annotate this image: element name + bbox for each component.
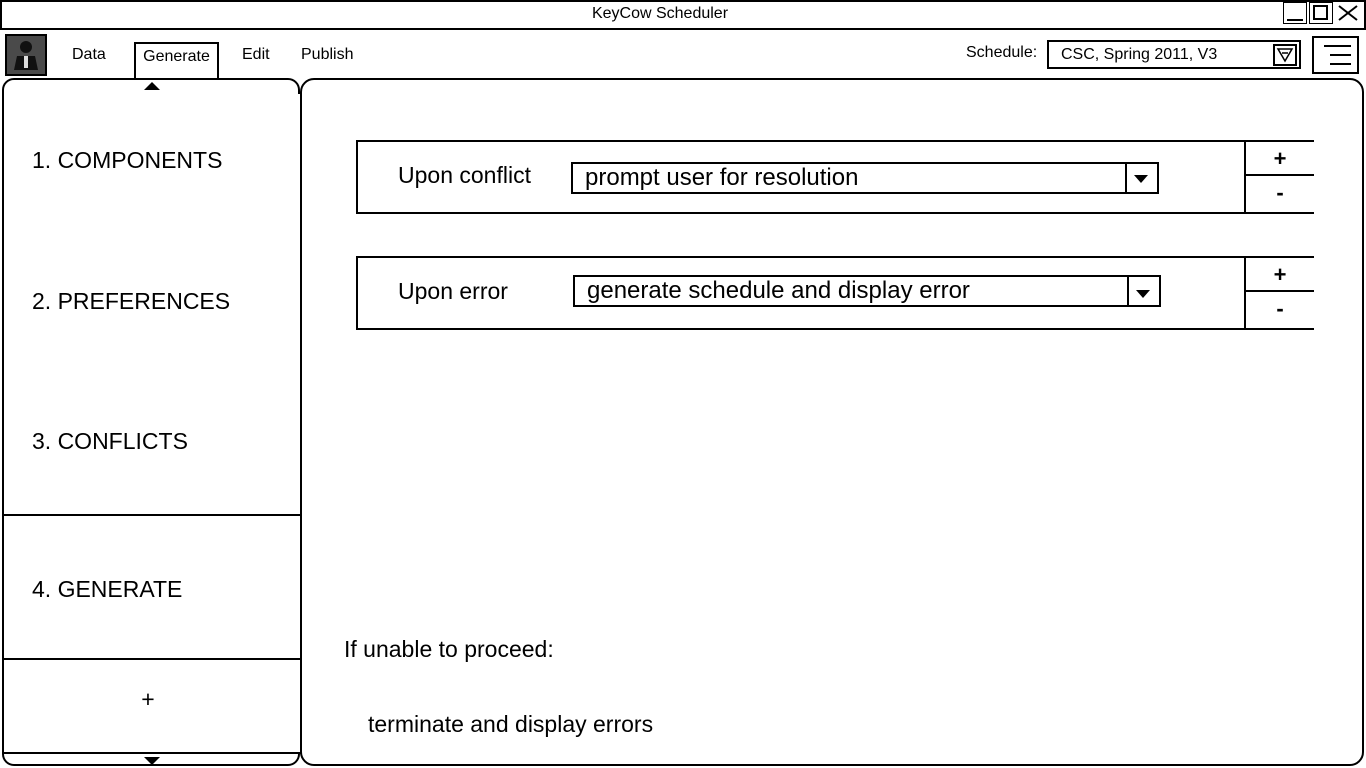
schedule-label: Schedule: [966, 44, 1038, 61]
step-label: 2. PREFERENCES [32, 288, 231, 314]
minimize-button[interactable] [1283, 2, 1307, 24]
title-bar [0, 0, 1366, 30]
step-components[interactable]: 1. COMPONENTS [4, 94, 302, 242]
dropdown-arrow-icon [1134, 175, 1148, 183]
rule-label: Upon conflict [398, 162, 531, 188]
app-logo-icon [7, 36, 45, 74]
remove-rule-button[interactable]: - [1244, 292, 1314, 328]
add-rule-button[interactable]: + [1244, 258, 1314, 292]
scroll-down-icon[interactable] [142, 756, 162, 766]
hamburger-menu-icon [1324, 45, 1351, 65]
dropdown-arrow-icon [1276, 48, 1294, 63]
fallback-action[interactable]: terminate and display errors [368, 711, 654, 737]
minimize-icon [1287, 19, 1303, 21]
window-title: KeyCow Scheduler [591, 5, 729, 22]
conflict-action-select[interactable]: prompt user for resolution [571, 162, 1159, 194]
schedule-dropdown-button[interactable] [1273, 44, 1297, 66]
schedule-value: CSC, Spring 2011, V3 [1061, 46, 1218, 63]
maximize-button[interactable] [1309, 2, 1333, 24]
scroll-up-icon[interactable] [142, 81, 162, 91]
menu-data[interactable]: Data [72, 46, 106, 63]
fallback-label: If unable to proceed: [344, 636, 554, 662]
error-action-select[interactable]: generate schedule and display error [573, 275, 1161, 307]
rule-label: Upon error [398, 278, 508, 304]
error-action-value: generate schedule and display error [587, 277, 970, 304]
app-logo[interactable] [5, 34, 47, 76]
steps-sidebar: 1. COMPONENTS 2. PREFERENCES 3. CONFLICT… [2, 78, 302, 766]
add-rule-button[interactable]: + [1244, 142, 1314, 176]
close-icon [1338, 5, 1358, 21]
schedule-select[interactable]: CSC, Spring 2011, V3 [1047, 40, 1301, 69]
dropdown-arrow-icon [1136, 290, 1150, 298]
close-button[interactable] [1336, 2, 1360, 24]
hamburger-menu-button[interactable] [1312, 36, 1359, 74]
menu-publish[interactable]: Publish [301, 46, 354, 63]
menu-generate[interactable]: Generate [134, 42, 219, 78]
step-preferences[interactable]: 2. PREFERENCES [4, 240, 302, 378]
step-label: 3. CONFLICTS [32, 428, 188, 454]
step-generate[interactable]: 4. GENERATE [4, 514, 302, 660]
conflict-dropdown-button[interactable] [1125, 164, 1157, 192]
step-conflicts[interactable]: 3. CONFLICTS [4, 376, 300, 514]
maximize-icon [1313, 5, 1328, 20]
add-step-button[interactable]: + [4, 660, 302, 754]
step-label: 4. GENERATE [32, 576, 183, 602]
error-dropdown-button[interactable] [1127, 277, 1159, 305]
conflict-action-value: prompt user for resolution [585, 164, 859, 191]
menu-edit[interactable]: Edit [242, 46, 270, 63]
add-step-label: + [141, 686, 155, 712]
step-label: 1. COMPONENTS [32, 147, 223, 173]
error-rule: Upon error generate schedule and display… [356, 256, 1314, 330]
conflict-rule: Upon conflict prompt user for resolution… [356, 140, 1314, 214]
remove-rule-button[interactable]: - [1244, 176, 1314, 212]
